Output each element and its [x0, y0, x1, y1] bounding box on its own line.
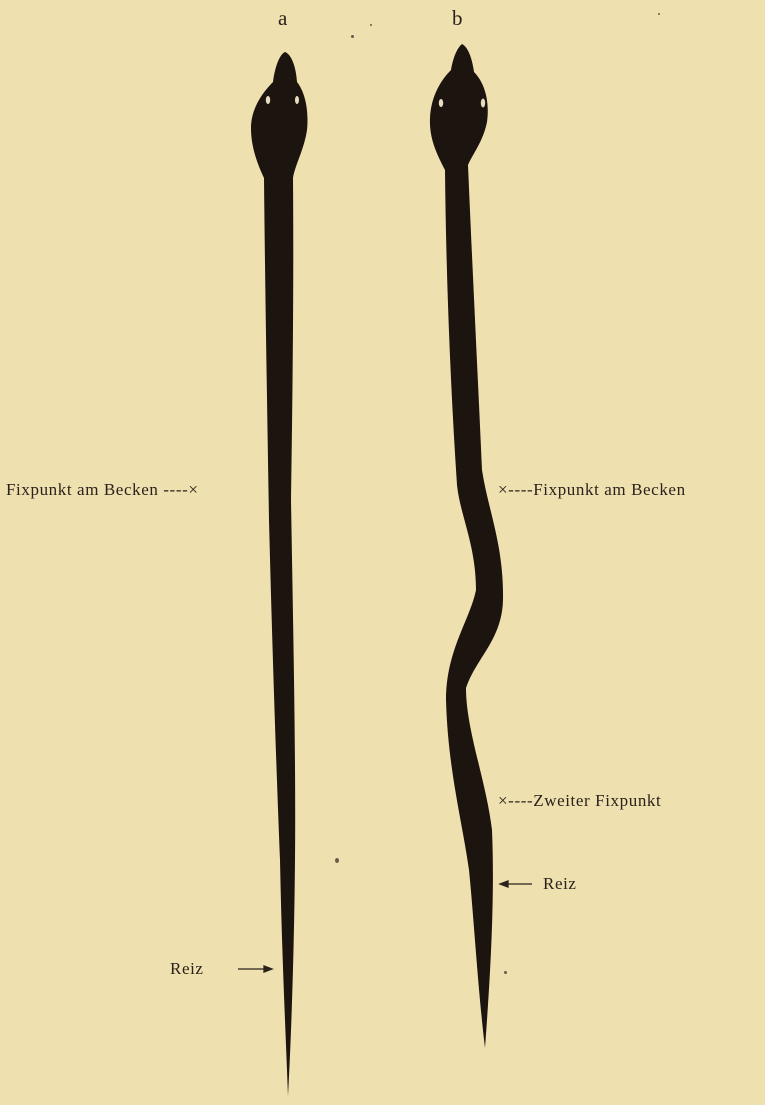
print-speck: [370, 24, 372, 26]
specimen-b-body: [430, 44, 503, 1048]
specimen-a-body: [251, 52, 308, 1096]
print-speck: [658, 13, 660, 15]
stimulus-arrow-b: [500, 881, 532, 887]
specimen-a: [251, 52, 308, 1096]
stimulus-arrow-a: [238, 966, 272, 972]
annotation-b-fixpoint-pelvis: ×----Fixpunkt am Becken: [498, 481, 686, 498]
specimen-b: [430, 44, 503, 1048]
specimen-a-eye-left: [266, 96, 270, 104]
print-speck: [335, 858, 339, 863]
annotation-a-fixpoint-pelvis: Fixpunkt am Becken ----×: [6, 481, 199, 498]
annotation-b-second-fixpoint: ×----Zweiter Fixpunkt: [498, 792, 661, 809]
specimen-b-eye-right: [481, 99, 485, 108]
specimen-a-eye-right: [295, 96, 299, 104]
specimen-b-eye-left: [439, 99, 443, 107]
annotation-a-stimulus: Reiz: [170, 960, 204, 977]
print-speck: [504, 971, 507, 974]
print-speck: [351, 35, 354, 38]
annotation-b-stimulus: Reiz: [543, 875, 577, 892]
